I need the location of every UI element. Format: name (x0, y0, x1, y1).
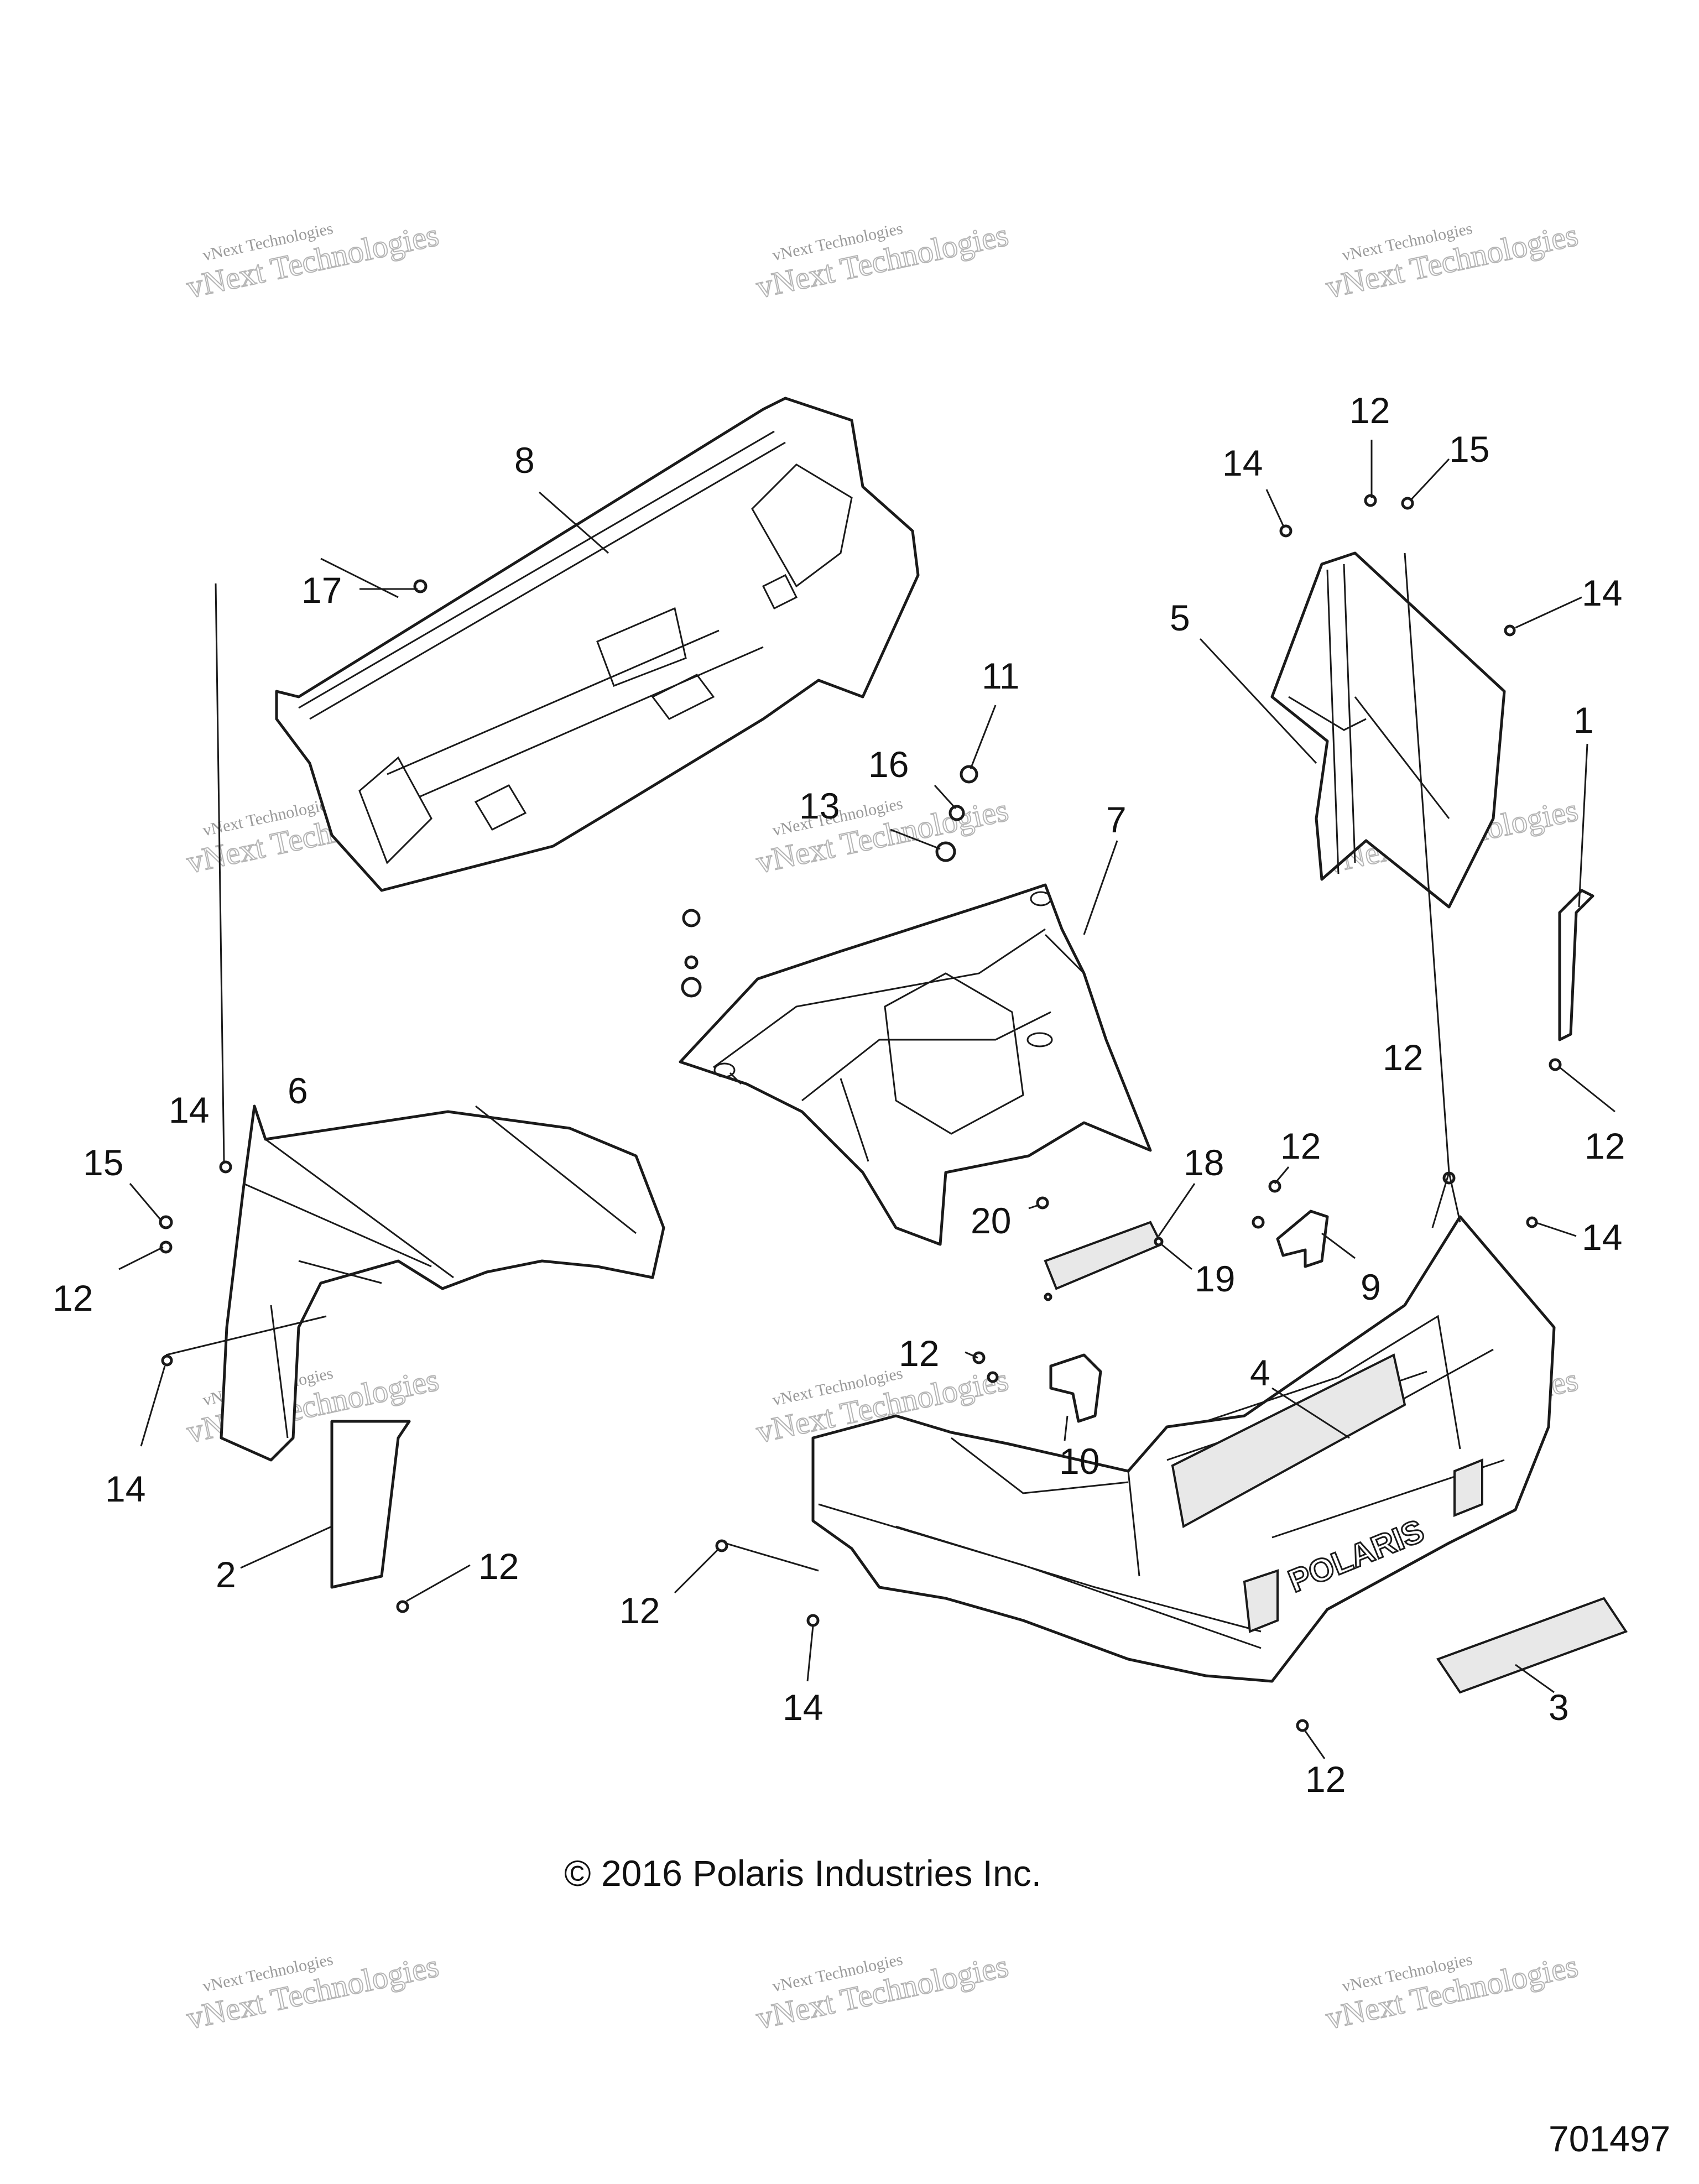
callout-3: 3 (1549, 1687, 1569, 1728)
part-6-left-fender (220, 1104, 665, 1462)
watermark: vNext Technologies vNext Technologies (753, 791, 1012, 880)
callout-11: 11 (982, 655, 1020, 696)
watermark: vNext Technologies vNext Technologies (753, 1947, 1012, 2036)
part-3-lower-grille (1436, 1597, 1628, 1694)
callout-12: 12 (1383, 1037, 1423, 1078)
part-5-right-fender (1270, 551, 1506, 909)
callout-12: 12 (1305, 1759, 1346, 1800)
callout-13: 13 (799, 785, 840, 826)
part-9-bracket (1276, 1210, 1329, 1268)
part-2-left-bracket (330, 1420, 411, 1589)
callout-12: 12 (1349, 390, 1390, 431)
callout-19: 19 (1195, 1258, 1235, 1299)
part-7-hood (679, 883, 1152, 1246)
callout-2: 2 (216, 1554, 236, 1595)
watermark: vNext Technologies vNext Technologies (753, 216, 1012, 305)
callout-12: 12 (899, 1333, 939, 1374)
callout-14: 14 (1582, 572, 1622, 613)
callout-14: 14 (1582, 1217, 1622, 1258)
watermark: vNext Technologies vNext Technologies (183, 1947, 442, 2036)
callout-12: 12 (1585, 1125, 1625, 1166)
callout-14: 14 (169, 1090, 209, 1130)
callout-12: 12 (619, 1590, 660, 1631)
callout-15: 15 (83, 1142, 123, 1183)
callout-18: 18 (1184, 1142, 1224, 1183)
callout-14: 14 (783, 1687, 823, 1728)
part-8-dash-cowl (275, 397, 920, 892)
callout-12: 12 (53, 1278, 93, 1318)
callout-17: 17 (301, 570, 342, 611)
callout-9: 9 (1361, 1266, 1381, 1307)
callout-4: 4 (1250, 1352, 1270, 1393)
callout-12: 12 (1280, 1125, 1321, 1166)
callout-10: 10 (1059, 1441, 1099, 1482)
watermark: vNext Technologies vNext Technologies (1322, 1947, 1582, 2036)
watermark: vNext Technologies vNext Technologies (1322, 216, 1582, 305)
callout-16: 16 (868, 744, 909, 785)
part-10-bracket (1049, 1353, 1102, 1423)
part-18-small-grille (1044, 1221, 1163, 1290)
callout-6: 6 (288, 1070, 308, 1111)
callout-20: 20 (971, 1200, 1011, 1241)
leader-lines (118, 440, 1615, 1759)
diagram-code: 701497 (1549, 2118, 1670, 2159)
callout-8: 8 (514, 440, 535, 481)
fasteners (159, 494, 1562, 1732)
callout-14: 14 (1222, 442, 1263, 483)
callout-1: 1 (1573, 700, 1594, 741)
callout-12: 12 (478, 1546, 519, 1587)
callout-labels: 8 17 14 12 15 14 5 1 11 16 13 7 12 12 6 … (53, 390, 1625, 1800)
callout-15: 15 (1449, 429, 1489, 470)
callout-7: 7 (1106, 799, 1127, 840)
part-1-right-bracket (1558, 889, 1594, 1041)
callout-5: 5 (1170, 597, 1190, 638)
callout-14: 14 (105, 1468, 145, 1509)
copyright-text: © 2016 Polaris Industries Inc. (564, 1853, 1041, 1894)
watermark: vNext Technologies vNext Technologies (183, 216, 442, 305)
part-4-front-bumper: POLARIS (811, 1215, 1556, 1683)
